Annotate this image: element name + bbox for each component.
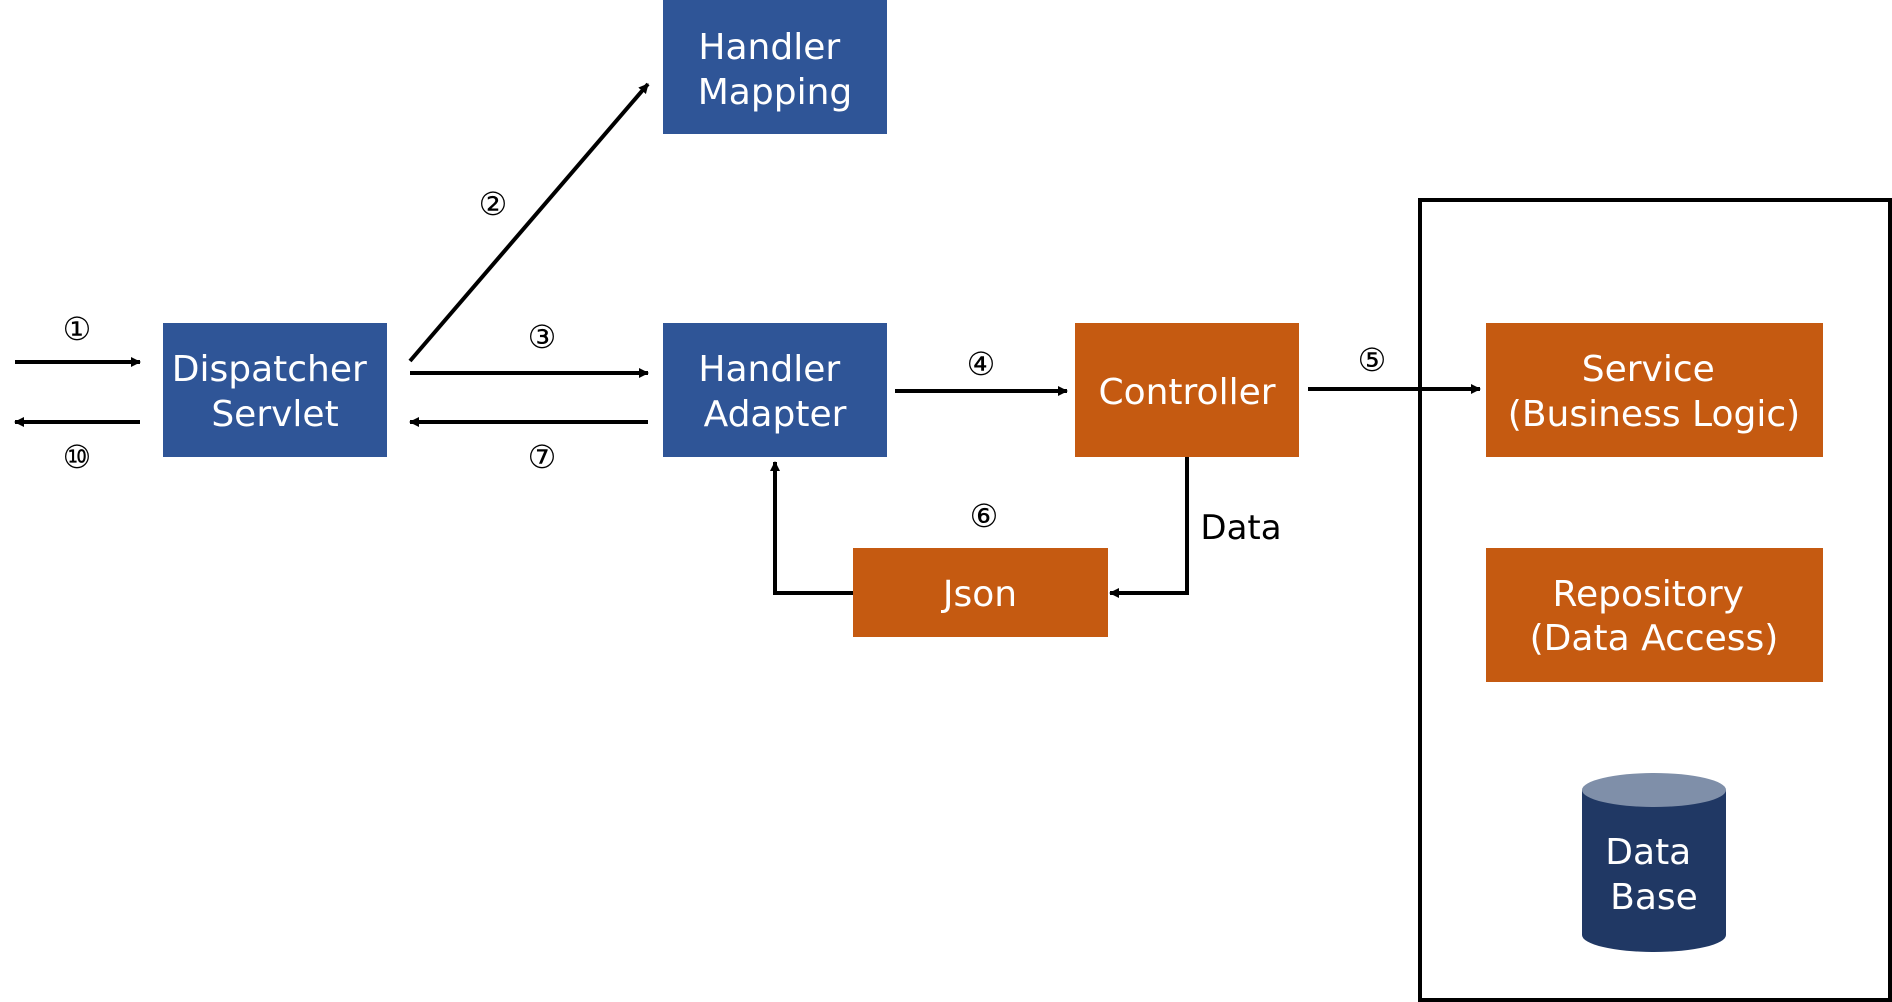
handler-adapter-box	[663, 323, 887, 457]
step-10-label: ⑩	[63, 438, 92, 476]
json-box	[853, 548, 1108, 637]
json-label: Json	[941, 574, 1017, 615]
backend-container	[1418, 198, 1892, 1002]
repository-box	[1486, 548, 1823, 682]
controller-label: Controller	[1098, 372, 1275, 413]
dispatcher-servlet-box	[163, 323, 387, 457]
step-3-label: ③	[528, 318, 557, 356]
handler-mapping-box	[663, 0, 887, 134]
step-7-label: ⑦	[528, 438, 557, 476]
data-flow-label: Data	[1200, 508, 1281, 548]
step-1-label: ①	[63, 310, 92, 348]
database-cylinder	[1582, 773, 1726, 952]
step-6-label: ⑥	[970, 497, 999, 535]
arrow-controller-to-json	[1109, 457, 1189, 598]
step-2-label: ②	[479, 185, 508, 223]
repository-label: Repository (Data Access)	[1530, 574, 1779, 659]
arrow-step-2	[408, 82, 650, 363]
handler-adapter-label: Handler Adapter	[698, 349, 851, 435]
arrow-json-to-handler-adapter	[770, 461, 853, 595]
service-label: Service (Business Logic)	[1508, 349, 1800, 435]
step-5-label: ⑤	[1358, 341, 1387, 379]
step-4-label: ④	[967, 345, 996, 383]
handler-mapping-label: Handler Mapping	[698, 27, 853, 113]
dispatcher-servlet-label: Dispatcher Servlet	[172, 349, 379, 435]
database-label: Data Base	[1605, 832, 1702, 918]
controller-box	[1075, 323, 1299, 457]
service-box	[1486, 323, 1823, 457]
